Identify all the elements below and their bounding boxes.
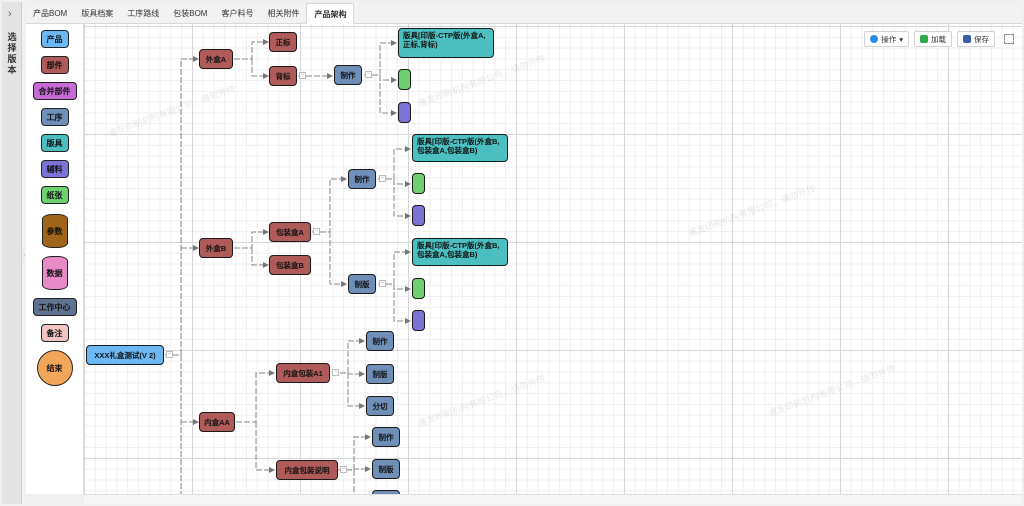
save-icon <box>963 35 971 43</box>
palette-end[interactable]: 结束 <box>36 350 73 386</box>
collapse-toggle-icon[interactable]: − <box>365 71 372 78</box>
node-process-zhizuo-3[interactable]: 制作 <box>366 331 394 351</box>
tab-attachments[interactable]: 相关附件 <box>267 9 300 18</box>
version-sidebar[interactable]: › 选择版本 › <box>2 2 26 504</box>
operations-label: 操作 <box>881 34 897 44</box>
collapse-toggle-icon[interactable]: − <box>379 280 386 287</box>
node-process-zhiban-2[interactable]: 制版 <box>366 364 394 384</box>
collapse-toggle-icon[interactable]: − <box>332 369 339 376</box>
save-button[interactable]: 保存 <box>957 31 995 47</box>
node-tool-banju-b2[interactable]: 版具[印版-CTP版(外盒B,包装盒A,包装盒B) <box>412 238 508 266</box>
node-process-zhizuo-1[interactable]: 制作 <box>334 65 362 85</box>
node-part-baozhuang-b[interactable]: 包装盒B <box>269 255 311 275</box>
diagram-canvas[interactable]: 浦发印刷机构有限公司，请勿外传 浦发印刷机构有限公司，请勿外传 浦发印刷机构有限… <box>84 24 1022 494</box>
palette-auxiliary[interactable]: 辅料 <box>40 160 69 178</box>
node-part-neihe-shuoming[interactable]: 内盒包装说明 <box>276 460 338 480</box>
collapse-toggle-icon[interactable]: − <box>299 72 306 79</box>
horizontal-scrollbar[interactable] <box>84 494 1022 504</box>
node-part-zhengbiao[interactable]: 正标 <box>269 32 297 52</box>
node-part-baozhuang-a[interactable]: 包装盒A <box>269 222 311 242</box>
tab-packaging-bom[interactable]: 包装BOM <box>173 9 208 18</box>
canvas-toolbar: 操作 ▾ 加载 保存 <box>864 31 1014 47</box>
load-button[interactable]: 加载 <box>914 31 952 47</box>
load-label: 加载 <box>931 34 946 44</box>
caret-down-icon: ▾ <box>899 34 903 44</box>
node-part-neihe-a1[interactable]: 内盒包装A1 <box>276 363 330 383</box>
palette-process[interactable]: 工序 <box>40 108 69 126</box>
node-auxiliary-2[interactable] <box>412 205 425 226</box>
node-process-zhiban-3[interactable]: 制版 <box>372 459 400 479</box>
node-part-neihe-aa[interactable]: 内盒AA <box>199 412 235 432</box>
tab-customer-part-no[interactable]: 客户料号 <box>221 9 254 18</box>
palette-tool[interactable]: 版具 <box>40 134 69 152</box>
palette-paper[interactable]: 纸张 <box>40 186 69 204</box>
collapse-toggle-icon[interactable]: − <box>340 466 347 473</box>
shape-palette: 产品 部件 合并部件 工序 版具 辅料 纸张 参数 数据 工作中心 备注 结束 <box>26 24 84 494</box>
tab-bar: 产品BOM 版具档案 工序路线 包装BOM 客户料号 相关附件 产品架构 <box>26 3 1022 24</box>
collapse-toggle-icon[interactable]: − <box>313 228 320 235</box>
tab-product-structure[interactable]: 产品架构 <box>306 3 355 24</box>
save-label: 保存 <box>974 34 989 44</box>
palette-product[interactable]: 产品 <box>40 30 69 48</box>
palette-part[interactable]: 部件 <box>40 56 69 74</box>
node-product-root[interactable]: XXX礼盒测试(V 2) <box>86 345 164 365</box>
tab-process-route[interactable]: 工序路线 <box>127 9 160 18</box>
tab-tool-archive[interactable]: 版具档案 <box>81 9 114 18</box>
node-process-partial[interactable] <box>372 490 400 494</box>
node-part-waihe-b[interactable]: 外盒B <box>199 238 233 258</box>
node-process-zhizuo-2[interactable]: 制作 <box>348 169 376 189</box>
collapse-toggle-icon[interactable]: − <box>166 351 173 358</box>
expand-chevron-icon[interactable]: › <box>8 8 12 20</box>
drag-handle-icon[interactable]: › <box>23 252 26 259</box>
palette-parameter[interactable]: 参数 <box>41 214 68 248</box>
node-tool-banju-b1[interactable]: 版具[印版-CTP版(外盒B,包装盒A,包装盒B) <box>412 134 508 162</box>
fullscreen-icon[interactable] <box>1004 34 1014 44</box>
palette-merged-part[interactable]: 合并部件 <box>32 82 77 100</box>
sidebar-label: 选择版本 <box>7 32 17 75</box>
load-icon <box>920 35 928 43</box>
node-paper-3[interactable] <box>412 278 425 299</box>
node-process-zhizuo-4[interactable]: 制作 <box>372 427 400 447</box>
node-process-zhiban-1[interactable]: 制版 <box>348 274 376 294</box>
operations-button[interactable]: 操作 ▾ <box>864 31 909 47</box>
node-process-fenqie[interactable]: 分切 <box>366 396 394 416</box>
node-auxiliary-1[interactable] <box>398 102 411 123</box>
node-auxiliary-3[interactable] <box>412 310 425 331</box>
node-tool-banju-a[interactable]: 版具[印版-CTP版(外盒A,正标,背标) <box>398 28 494 58</box>
node-paper-2[interactable] <box>412 173 425 194</box>
palette-note[interactable]: 备注 <box>40 324 69 342</box>
node-part-beibiao[interactable]: 背标 <box>269 66 297 86</box>
collapse-toggle-icon[interactable]: − <box>379 175 386 182</box>
operations-icon <box>870 35 879 43</box>
node-part-waihe-a[interactable]: 外盒A <box>199 49 233 69</box>
tab-product-bom[interactable]: 产品BOM <box>33 9 68 18</box>
palette-work-center[interactable]: 工作中心 <box>32 298 77 316</box>
palette-data[interactable]: 数据 <box>41 256 68 290</box>
node-paper-1[interactable] <box>398 69 411 90</box>
